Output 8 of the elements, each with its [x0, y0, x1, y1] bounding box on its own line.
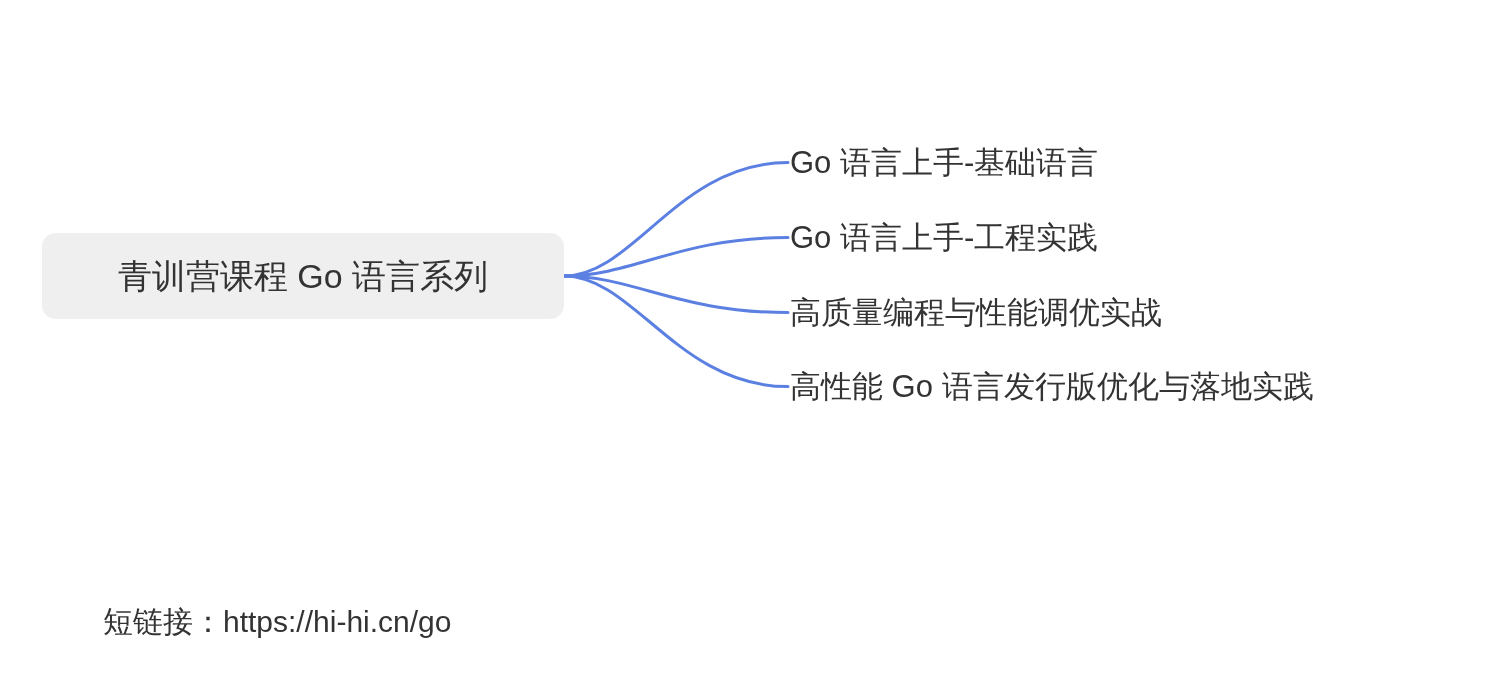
branch-line [562, 274, 790, 389]
subtopic-text: Go 语言上手-基础语言 [790, 144, 1099, 182]
subtopic-text: 高质量编程与性能调优实战 [790, 294, 1162, 332]
branch-line [562, 236, 790, 278]
note-text: 短链接：https://hi-hi.cn/go [103, 604, 452, 640]
central-topic-box: 青训营课程 Go 语言系列 [42, 233, 564, 319]
subtopic-text: Go 语言上手-工程实践 [790, 219, 1099, 257]
subtopic-text: 高性能 Go 语言发行版优化与落地实践 [790, 368, 1314, 406]
